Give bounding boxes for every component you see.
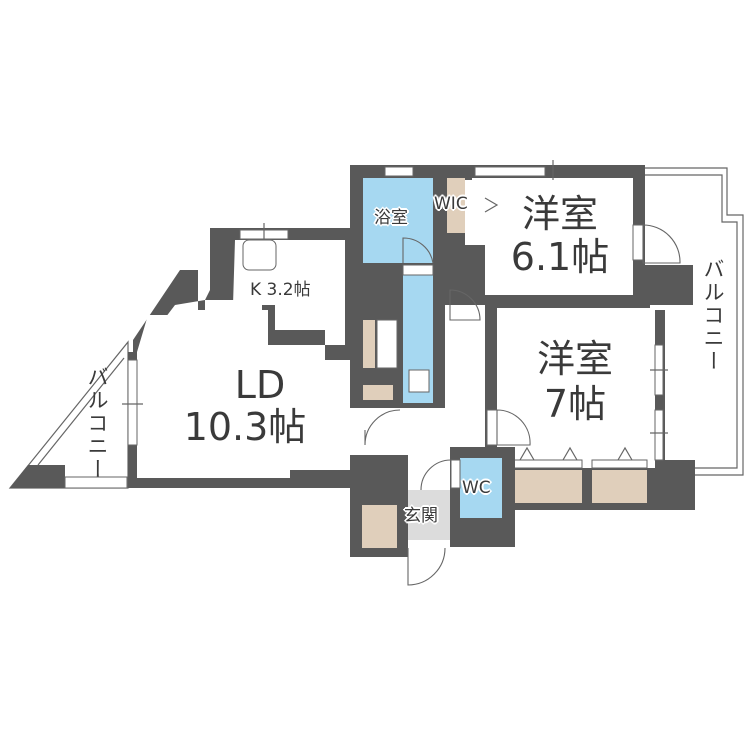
wic-label: WIC (434, 194, 468, 214)
kitchen-label: K 3.2帖 (250, 280, 311, 300)
wc-label: WC (462, 478, 491, 498)
left-balcony (8, 340, 129, 489)
bathroom-label: 浴室 (374, 208, 408, 228)
entrance-label: 玄関 (404, 506, 438, 526)
room-6-1-size: 6.1帖 (510, 235, 610, 279)
room-6-1-walls (440, 160, 681, 305)
room-7-size: 7帖 (543, 382, 607, 426)
room-7-walls (485, 297, 695, 510)
bath-block (350, 165, 445, 408)
room-7-name: 洋室 (536, 337, 613, 381)
ld-door (364, 409, 401, 446)
ld-name: LD (234, 363, 286, 407)
entrance-walls (350, 447, 515, 586)
balcony-right-label: バルコニー (701, 258, 725, 373)
room-6-1-name: 洋室 (521, 192, 598, 236)
ld-kitchen-walls (122, 223, 352, 488)
corridor-door (449, 289, 481, 321)
ld-size: 10.3帖 (183, 405, 307, 449)
balcony-left-label: バルコニー (85, 366, 109, 481)
right-balcony (642, 167, 744, 476)
